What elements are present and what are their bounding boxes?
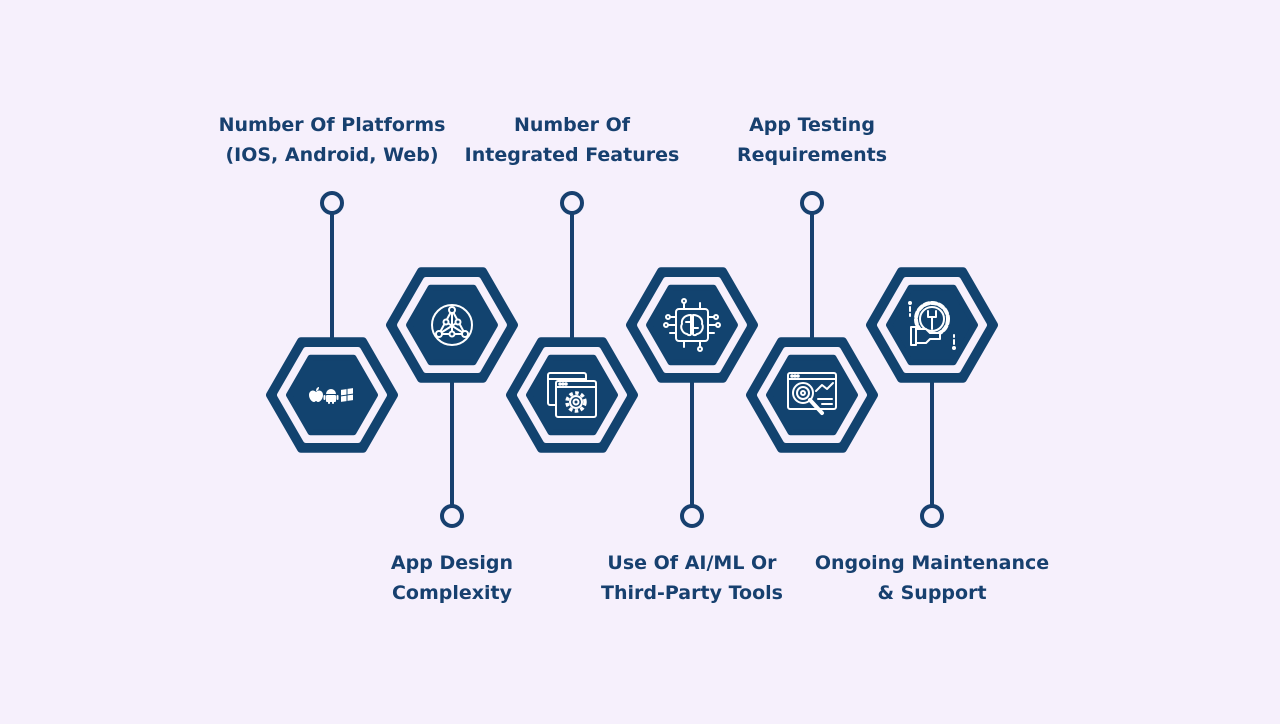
icons-layer: [309, 298, 956, 418]
connector-dot: [800, 191, 824, 215]
step-label-line: (IOS, Android, Web): [225, 144, 439, 166]
connectors-layer: [320, 191, 944, 528]
step-label-line: Ongoing Maintenance: [814, 552, 1050, 574]
step-label-line: Requirements: [736, 144, 887, 166]
connector-dot: [320, 191, 344, 215]
settings-window-icon: [547, 372, 597, 418]
connector-dot: [680, 504, 704, 528]
step-label: Ongoing Maintenance & Support: [812, 548, 1052, 608]
step-label: Number Of Platforms (IOS, Android, Web): [212, 110, 452, 170]
step-label: Use Of AI/ML Or Third-Party Tools: [572, 548, 812, 608]
step-label-line: Complexity: [391, 582, 513, 604]
step-label-line: App Design: [390, 552, 514, 574]
step-label-line: App Testing: [749, 114, 875, 136]
ai-chip-brain-icon: [663, 298, 721, 352]
android-icon: [323, 389, 339, 404]
step-label: Number Of Integrated Features: [452, 110, 692, 170]
platforms-icon: [309, 387, 353, 404]
maintenance-gear-icon: [908, 301, 956, 350]
design-network-icon: [431, 304, 473, 346]
testing-target-icon: [787, 372, 837, 415]
step-label-line: & Support: [877, 582, 987, 604]
hexagons-layer: [266, 267, 998, 453]
step-label-line: Integrated Features: [464, 144, 680, 166]
connector-dot: [920, 504, 944, 528]
step-label-line: Third-Party Tools: [601, 582, 783, 604]
step-label-line: Number Of: [513, 114, 631, 136]
connector-dot: [560, 191, 584, 215]
windows-icon: [341, 388, 353, 402]
step-label-line: Number Of Platforms: [218, 114, 446, 136]
step-label-line: Use Of AI/ML Or: [607, 552, 777, 574]
connector-dot: [440, 504, 464, 528]
apple-icon: [309, 387, 323, 402]
